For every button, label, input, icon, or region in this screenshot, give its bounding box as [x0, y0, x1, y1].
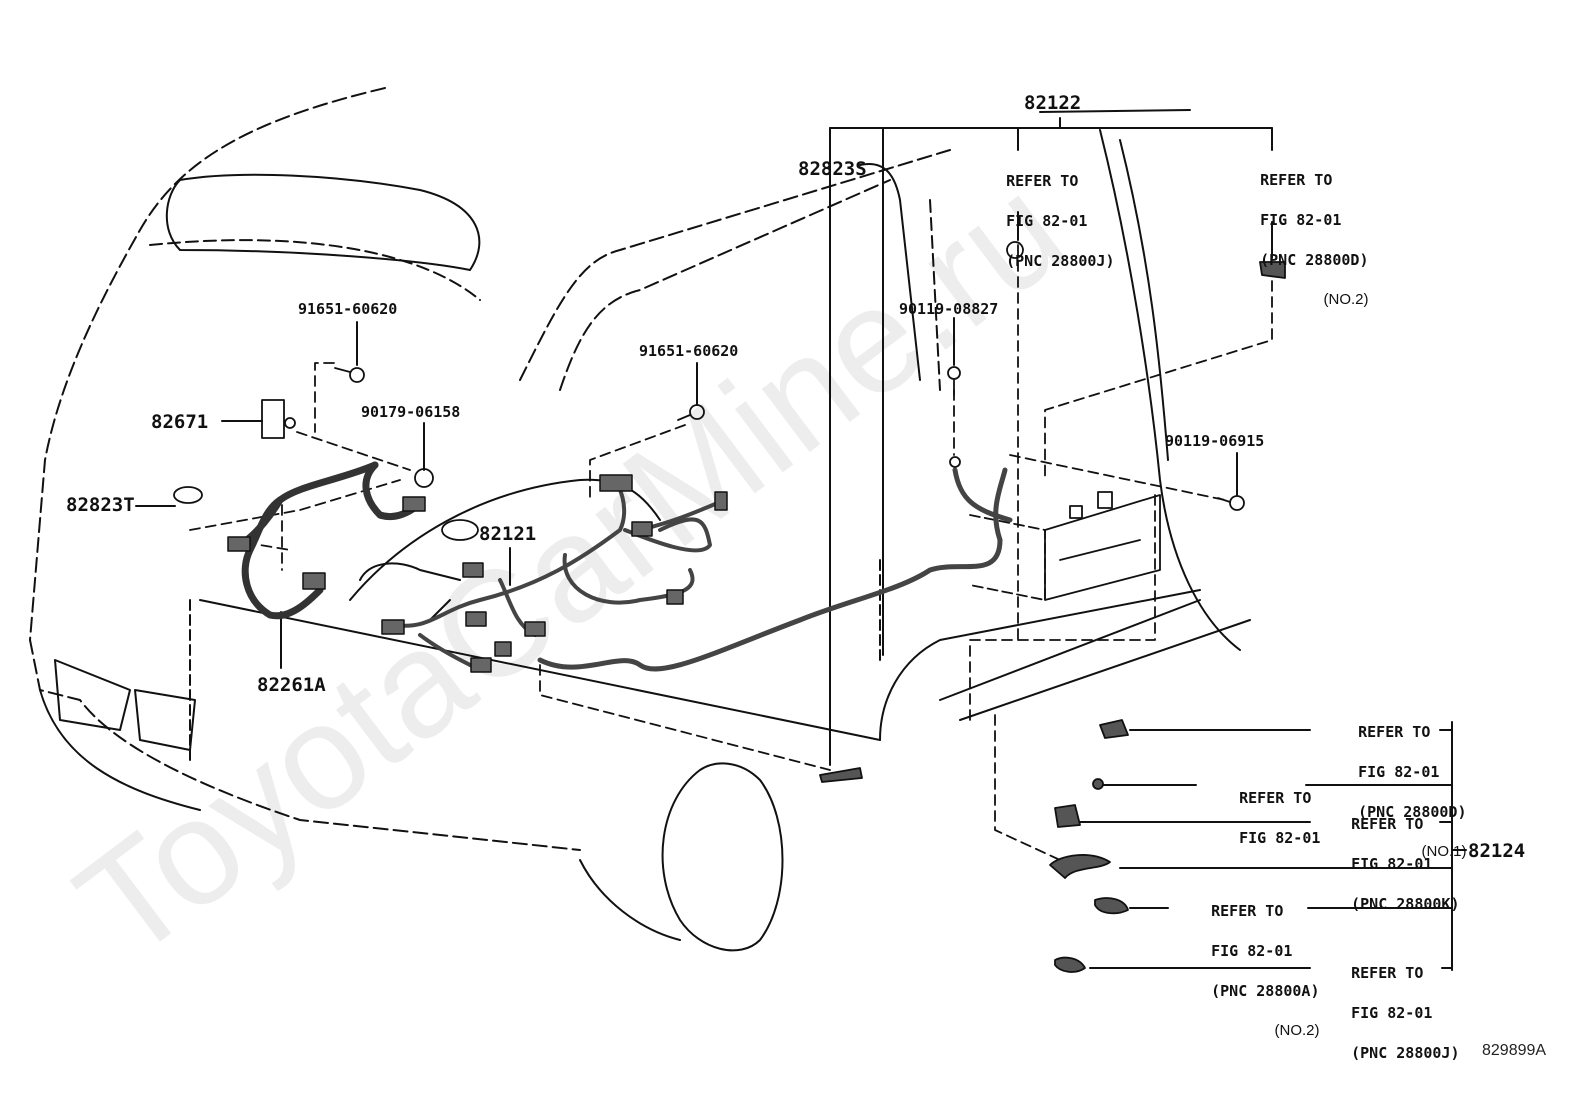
part-label-82261a: 82261A — [257, 674, 326, 696]
reference-line: FIG 82-01 — [1260, 211, 1342, 229]
reference-line: REFER TO — [1358, 723, 1431, 741]
part-label-82122: 82122 — [1024, 92, 1082, 114]
reference-note-28800d-no2: REFER TO FIG 82-01 (PNC 28800D) (NO.2) — [1224, 150, 1369, 350]
reference-note-number: (NO.1) — [1421, 843, 1467, 860]
reference-note-number: (NO.2) — [1323, 291, 1369, 308]
reference-note-fig-82-01: REFER TO FIG 82-01 — [1203, 768, 1320, 868]
reference-line: REFER TO — [1351, 964, 1424, 982]
part-label-91651-60620-2: 91651-60620 — [639, 342, 739, 360]
part-label-82124: 82124 — [1468, 840, 1526, 862]
wire-harness-82261A — [236, 461, 422, 620]
reference-note-28800j-top: REFER TO FIG 82-01 (PNC 28800J) — [970, 151, 1115, 291]
part-label-90119-06915: 90119-06915 — [1165, 432, 1265, 450]
reference-line: REFER TO — [1239, 789, 1312, 807]
battery — [969, 491, 1161, 601]
reference-line: REFER TO — [1260, 171, 1333, 189]
reference-line: (PNC 28800A) — [1211, 982, 1320, 1000]
part-label-90179-06158: 90179-06158 — [361, 403, 461, 421]
wire-harness-82121 — [393, 478, 727, 672]
part-label-82823t: 82823T — [66, 494, 135, 516]
reference-line: (PNC 28800D) — [1260, 251, 1369, 269]
reference-line: (PNC 28800K) — [1351, 895, 1460, 913]
reference-note-number: (NO.2) — [1274, 1022, 1320, 1039]
reference-line: (PNC 28800D) — [1358, 803, 1467, 821]
connectors — [227, 474, 728, 673]
part-label-91651-60620: 91651-60620 — [298, 300, 398, 318]
small-parts — [173, 241, 1286, 973]
reference-line: FIG 82-01 — [1358, 763, 1440, 781]
part-label-82671: 82671 — [151, 411, 209, 433]
reference-line: FIG 82-01 — [1351, 1004, 1433, 1022]
leader-lines — [135, 117, 1467, 971]
reference-line: (PNC 28800J) — [1006, 252, 1115, 270]
reference-note-28800j-bottom: REFER TO FIG 82-01 (PNC 28800J) — [1315, 943, 1460, 1083]
reference-note-28800k: REFER TO FIG 82-01 (PNC 28800K) — [1315, 794, 1460, 934]
reference-line: (PNC 28800J) — [1351, 1044, 1460, 1062]
reference-line: REFER TO — [1006, 172, 1079, 190]
wire-harness-82122 — [537, 467, 1013, 672]
part-label-82121: 82121 — [479, 523, 537, 545]
reference-line: REFER TO — [1351, 815, 1424, 833]
assembly-dashed-lines — [189, 244, 1273, 861]
reference-line: FIG 82-01 — [1211, 942, 1293, 960]
reference-line: REFER TO — [1211, 902, 1284, 920]
illustration-code: 829899A — [1482, 1042, 1547, 1059]
reference-note-28800a-no2: REFER TO FIG 82-01 (PNC 28800A) (NO.2) — [1175, 881, 1320, 1081]
reference-note-28800d-no1: REFER TO FIG 82-01 (PNC 28800D) (NO.1) — [1322, 702, 1467, 902]
part-label-90119-08827: 90119-08827 — [899, 300, 999, 318]
reference-line: FIG 82-01 — [1006, 212, 1088, 230]
reference-line: FIG 82-01 — [1351, 855, 1433, 873]
part-label-82823s: 82823S — [798, 158, 867, 180]
reference-line: FIG 82-01 — [1239, 829, 1321, 847]
